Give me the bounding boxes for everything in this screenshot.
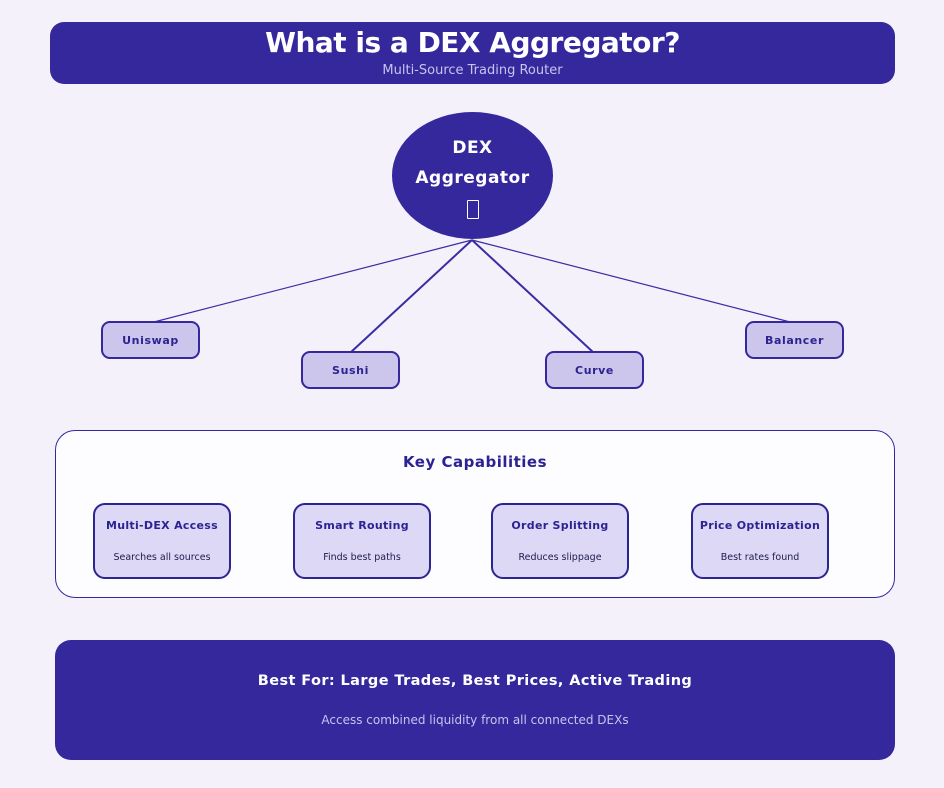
- capability-card-subtitle: Best rates found: [720, 552, 800, 563]
- dex-node-label: Uniswap: [122, 333, 179, 347]
- capability-card-title: Multi-DEX Access: [105, 519, 218, 532]
- capability-card-price-optimization: Price Optimization Best rates found: [691, 503, 829, 579]
- capability-card-order-splitting: Order Splitting Reduces slippage: [491, 503, 629, 579]
- footer-banner: Best For: Large Trades, Best Prices, Act…: [55, 640, 895, 760]
- footer-subtitle: Access combined liquidity from all conne…: [321, 713, 629, 727]
- header-banner: What is a DEX Aggregator? Multi-Source T…: [50, 22, 895, 84]
- dex-node-label: Sushi: [332, 363, 369, 377]
- capability-card-smart-routing: Smart Routing Finds best paths: [293, 503, 431, 579]
- missing-glyph-icon: [466, 199, 479, 219]
- center-node-line1: DEX: [452, 137, 493, 158]
- center-node-dex-aggregator: DEX Aggregator: [392, 112, 553, 239]
- dex-node-balancer: Balancer: [745, 321, 844, 359]
- dex-node-sushi: Sushi: [301, 351, 400, 389]
- page-title: What is a DEX Aggregator?: [265, 26, 680, 60]
- center-node-line2: Aggregator: [415, 167, 530, 188]
- capability-card-title: Price Optimization: [699, 519, 821, 532]
- capabilities-panel: Key Capabilities Multi-DEX Access Search…: [55, 430, 895, 598]
- capability-card-subtitle: Searches all sources: [113, 552, 211, 563]
- capability-card-subtitle: Reduces slippage: [518, 552, 602, 563]
- dex-node-label: Curve: [575, 363, 614, 377]
- capabilities-title: Key Capabilities: [402, 453, 548, 471]
- footer-title: Best For: Large Trades, Best Prices, Act…: [257, 673, 693, 689]
- page-subtitle: Multi-Source Trading Router: [382, 62, 563, 78]
- dex-node-label: Balancer: [764, 333, 825, 347]
- dex-node-curve: Curve: [545, 351, 644, 389]
- dex-node-uniswap: Uniswap: [101, 321, 200, 359]
- capability-card-title: Smart Routing: [315, 519, 409, 532]
- capability-card-subtitle: Finds best paths: [323, 552, 401, 563]
- capability-card-title: Order Splitting: [511, 519, 609, 532]
- capability-card-multi-dex-access: Multi-DEX Access Searches all sources: [93, 503, 231, 579]
